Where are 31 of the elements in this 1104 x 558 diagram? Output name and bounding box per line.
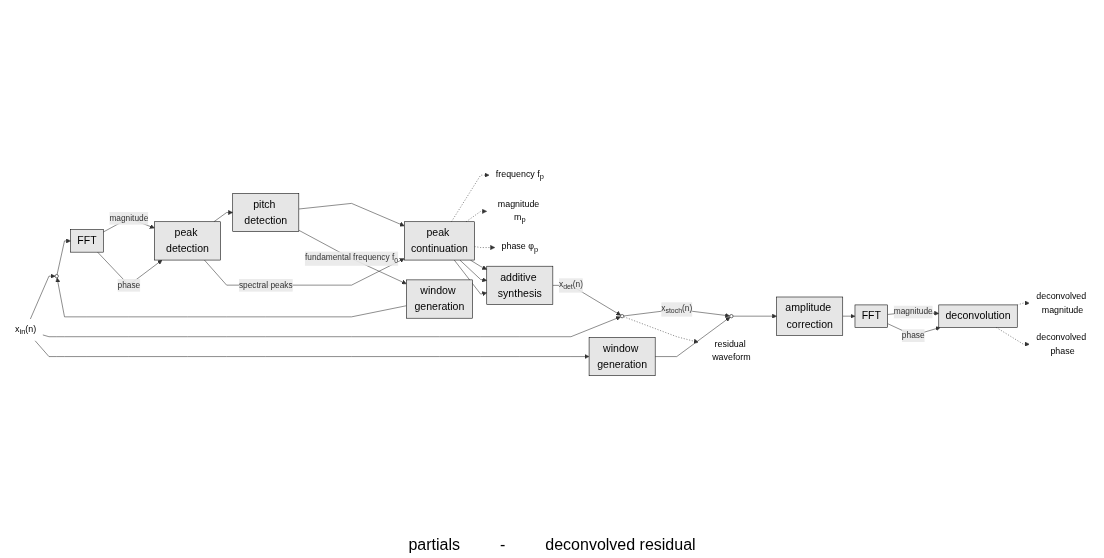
node-box: FFT: [70, 229, 104, 253]
edge-label: phase: [117, 279, 141, 290]
node-text: x$_{in}$(n): [15, 324, 37, 336]
annotation-label: deconvolved residual: [545, 536, 696, 554]
edge-label: x$_{stoch}$(n): [661, 303, 693, 315]
node-box: window generation: [588, 337, 656, 376]
node-text: magnitude m$_{p}$: [497, 198, 540, 224]
annotation-label: -: [499, 536, 506, 554]
node-text: residual waveform: [712, 339, 751, 363]
node-box: additive synthesis: [486, 265, 554, 305]
node-box: amplitude correction: [776, 296, 844, 336]
node-box: window generation: [406, 279, 473, 319]
node-circle: [620, 314, 625, 319]
node-circle: [54, 274, 59, 279]
node-text: frequency f$_{p}$: [495, 169, 544, 182]
node-box: FFT: [854, 304, 888, 328]
edge-label: spectral peaks: [238, 279, 293, 290]
edge-label: x$_{det}$(n): [558, 279, 583, 291]
node-text: deconvolved phase: [1036, 332, 1087, 356]
edge-label: magnitude: [893, 306, 933, 317]
node-box: deconvolution: [938, 304, 1018, 328]
node-box: peak detection: [154, 221, 221, 261]
node-circle: [729, 314, 734, 319]
edge-label: magnitude: [109, 213, 149, 223]
node-box: pitch detection: [232, 193, 300, 232]
node-text: deconvolved magnitude: [1036, 291, 1087, 315]
node-text: phase φ$_{p}$: [501, 241, 539, 254]
node-box: peak continuation: [404, 221, 475, 261]
edge-label: fundamental frequency f$_{0}$: [304, 252, 399, 265]
annotation-label: partials: [408, 536, 460, 554]
edge-label: phase: [901, 330, 925, 340]
